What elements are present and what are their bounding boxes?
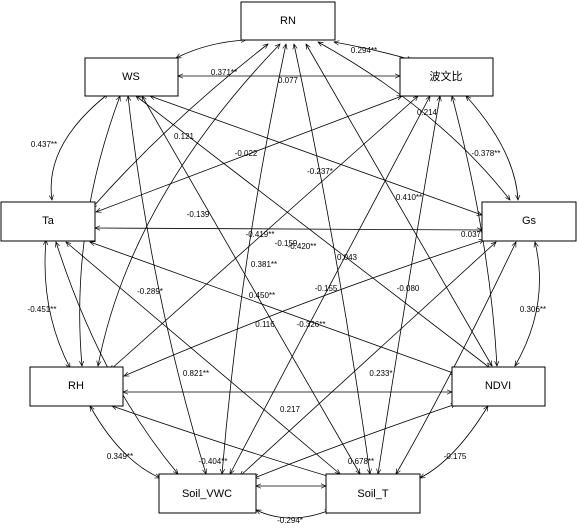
coef-ws-st: 0.116 (255, 320, 275, 329)
coef-bowen-svwc: -0.155 (315, 284, 338, 293)
coef-rh-st: -0.404** (199, 457, 228, 466)
edge-gs-st (396, 242, 517, 474)
node-soil-t: Soil_T (325, 473, 421, 514)
edge-rh-st (112, 406, 334, 478)
edge-gs-svwc (240, 242, 496, 476)
edge-ta-svwc (56, 242, 178, 474)
coef-rn-ta: 0.121 (174, 132, 195, 141)
coef-ws-ndvi: -0.420** (288, 242, 317, 251)
coef-bowen-ta: 0.214 (417, 108, 438, 117)
edge-rn-svwc (222, 44, 286, 474)
edges (45, 40, 540, 519)
coef-ta-rh: -0.451** (28, 305, 57, 314)
edge-ndvi-st (420, 406, 488, 478)
edge-gs-ndvi (515, 242, 540, 366)
edge-ndvi-svwc (254, 404, 456, 478)
coef-rn-svwc: 0.381** (251, 260, 277, 269)
coef-ta-st: 0.821** (183, 369, 209, 378)
coef-ndvi-st: -0.175 (444, 452, 467, 461)
coef-ws-gs: -0.237* (307, 167, 333, 176)
coef-rh-svwc: 0.349** (107, 452, 133, 461)
coef-gs-edge: 0.037 (461, 230, 482, 239)
node-ta: Ta (0, 201, 96, 242)
edge-gs-rh (124, 240, 484, 376)
coef-gs-rh: -0.326** (297, 320, 326, 329)
edge-ta-st (66, 242, 340, 474)
coef-bowen-rh: 0.450** (249, 291, 275, 300)
edge-ta-rh (45, 240, 70, 368)
coef-ws-svwc: -0.139 (187, 210, 210, 219)
node-soil-vwc: Soil_VWC (158, 473, 257, 514)
node-soil-vwc-label: Soil_VWC (182, 488, 232, 500)
edge-ws-ta (51, 94, 108, 200)
node-rn-label: RN (280, 15, 296, 27)
node-soil-t-label: Soil_T (357, 488, 388, 500)
coef-gs-svwc: 0.233* (369, 369, 392, 378)
edge-ta-gs (95, 228, 482, 230)
node-rh: RH (29, 366, 124, 407)
node-ndvi: NDVI (451, 366, 546, 407)
edge-bowen-gs (466, 96, 518, 200)
node-rh-label: RH (68, 380, 84, 392)
coef-ws-ta: 0.437** (31, 140, 57, 149)
node-ws: WS (84, 57, 179, 97)
edge-rh-svwc (90, 406, 160, 479)
node-rn: RN (240, 1, 336, 41)
coef-bowen-st: -0.080 (397, 284, 420, 293)
node-bowen-ratio-label: 波文比 (430, 69, 463, 83)
coefficient-labels: 0.294** 0.371** 0.077 0.214 0.121 -0.022… (28, 46, 547, 525)
node-bowen-ratio: 波文比 (399, 57, 494, 97)
coef-ta-gs: -0.419** (246, 230, 275, 239)
coef-ws-rh: -0.289* (137, 287, 163, 296)
node-ws-label: WS (122, 71, 140, 83)
coef-rh-ndvi: 0.217 (280, 405, 301, 414)
edge-rn-ws (176, 40, 246, 58)
coef-rn-st: 0.043 (337, 253, 358, 262)
coef-svwc-st: -0.294* (277, 516, 303, 525)
node-gs-label: Gs (522, 215, 537, 227)
coef-bowen-gs: -0.378** (472, 149, 501, 158)
node-ta-label: Ta (42, 215, 55, 227)
node-ndvi-label: NDVI (485, 380, 511, 392)
coef-rn-rh: -0.022 (235, 149, 258, 158)
coef-ws-bowen: 0.077 (278, 76, 299, 85)
coef-rn-ws: 0.371** (211, 68, 237, 77)
coef-ndvi-svwc: 0.678** (348, 457, 374, 466)
coef-gs-ndvi: 0.306** (520, 305, 546, 314)
coef-rn-bowen: 0.294** (351, 46, 377, 55)
edge-rn-st (294, 44, 370, 474)
node-gs: Gs (481, 201, 577, 242)
coef-bowen-ndvi: 0.410** (396, 193, 422, 202)
coef-ta-ndvi: -0.159 (275, 239, 298, 248)
edge-ws-svwc (128, 96, 206, 474)
edge-svwc-st (256, 510, 330, 519)
